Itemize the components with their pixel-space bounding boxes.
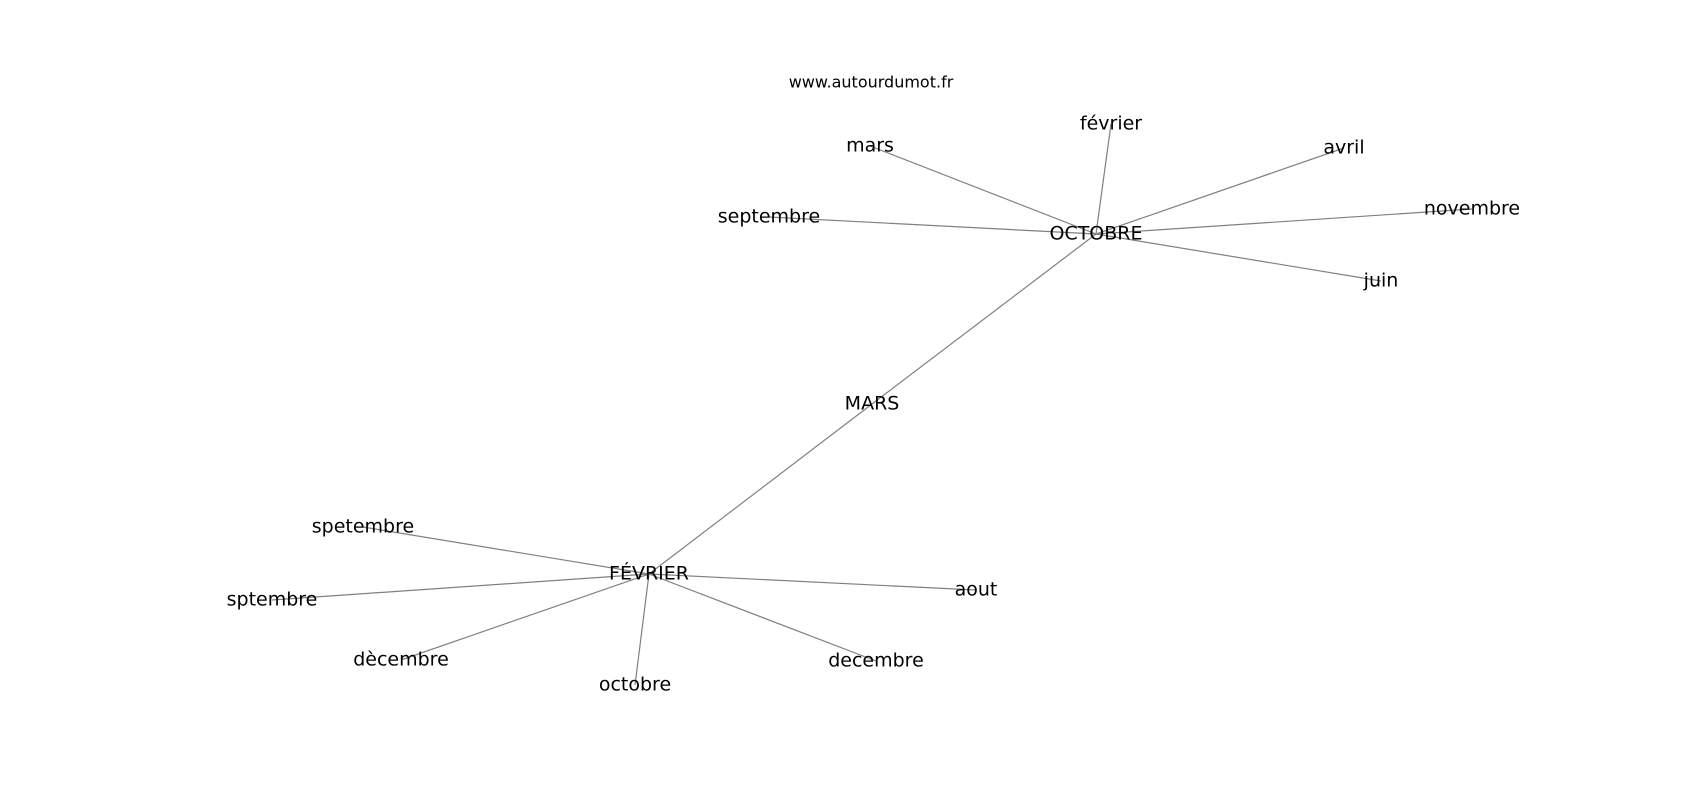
edge-OCTOBRE-novembre: [1095, 208, 1473, 235]
node-decembre_grave: dècembre: [353, 649, 449, 671]
edge-FEVRIER-decembre: [648, 573, 877, 662]
node-spetembre: spetembre: [312, 516, 414, 538]
node-decembre: decembre: [828, 650, 924, 672]
node-sptembre: sptembre: [227, 589, 318, 611]
node-septembre: septembre: [718, 206, 820, 228]
edge-FEVRIER-decembre_grave: [400, 573, 650, 661]
edge-FEVRIER-octobre_lc: [634, 573, 650, 686]
edge-MARS-FEVRIER: [648, 403, 873, 575]
edge-OCTOBRE-septembre: [768, 216, 1097, 235]
node-avril: avril: [1323, 137, 1364, 159]
edge-OCTOBRE-mars: [869, 145, 1097, 235]
node-juin: juin: [1363, 270, 1399, 292]
edge-OCTOBRE-juin: [1095, 233, 1382, 282]
edge-OCTOBRE-fevrier_lc: [1095, 123, 1112, 235]
node-octobre_lc: octobre: [599, 674, 671, 696]
node-mars: mars: [846, 135, 894, 157]
node-fevrier_lc: février: [1080, 113, 1142, 135]
edge-OCTOBRE-avril: [1095, 147, 1345, 235]
graph-edges: [271, 123, 1473, 686]
node-novembre: novembre: [1424, 198, 1520, 220]
node-OCTOBRE: OCTOBRE: [1049, 223, 1142, 245]
graph-nodes: MARS OCTOBRE FÉVRIER mars février avril septem…: [227, 113, 1521, 696]
edge-FEVRIER-sptembre: [271, 573, 650, 601]
edge-FEVRIER-aout: [648, 573, 977, 591]
node-aout: aout: [955, 579, 998, 601]
node-MARS: MARS: [845, 393, 900, 415]
edge-MARS-OCTOBRE: [871, 233, 1097, 405]
edge-FEVRIER-spetembre: [362, 526, 650, 575]
node-FEVRIER: FÉVRIER: [609, 562, 689, 585]
source-credit: www.autourdumot.fr: [789, 73, 954, 92]
